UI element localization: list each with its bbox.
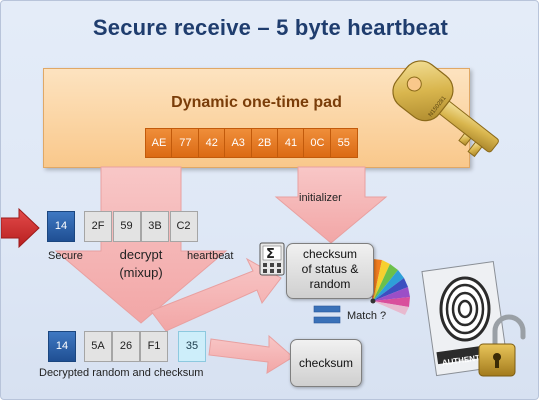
pad-byte: A3 [224,128,253,158]
pad-byte: 41 [277,128,305,158]
received-secure-byte: 14 [47,211,75,242]
open-padlock-icon [478,314,526,377]
received-byte: C2 [169,211,198,242]
checksum-status-line2: of status & [301,262,359,276]
pad-byte: 0C [303,128,332,158]
checksum-status-line3: random [309,277,351,291]
decrypt-label: decrypt [119,247,163,262]
received-byte: 2F [84,211,112,242]
match-label: Match ? [347,310,387,322]
svg-text:Σ: Σ [266,247,275,262]
decrypted-secure-byte: 14 [48,331,76,362]
red-input-arrow-icon [1,207,40,249]
pad-byte: 42 [197,128,226,158]
match-equals-top [313,305,341,313]
golden-key-icon [392,60,499,158]
initializer-arrow-shape [274,166,388,244]
color-swatch-fan-icon [365,259,410,315]
decrypted-byte: 5A [84,331,112,362]
secure-label: Secure [48,250,83,262]
pad-byte: 77 [171,128,200,158]
received-byte: 3B [141,211,169,242]
pad-byte: 55 [329,128,358,158]
decrypt-arrow-shape [54,166,228,324]
decrypted-byte: F1 [140,331,168,362]
decrypted-checksum-byte: 35 [178,331,206,362]
mixup-label: (mixup) [119,265,163,280]
decrypted-byte: 26 [112,331,140,362]
decrypted-label: Decrypted random and checksum [39,367,204,379]
heartbeat-label: heartbeat [187,250,234,262]
initializer-label: initializer [299,192,342,204]
received-byte: 59 [112,211,141,242]
checksum-status-line1: checksum [302,247,358,261]
pad-title: Dynamic one-time pad [171,94,342,111]
slide-title: Secure receive – 5 byte heartbeat [92,15,449,40]
checksum-box: checksum [290,339,362,387]
pad-byte: 2B [250,128,279,158]
checksum-of-status-box: checksum of status & random [286,243,374,299]
match-equals-bottom [313,316,341,324]
checksum-arrow-shape [208,334,294,374]
pad-byte: AE [145,128,173,158]
sigma-calculator-icon: Σ [259,242,285,276]
